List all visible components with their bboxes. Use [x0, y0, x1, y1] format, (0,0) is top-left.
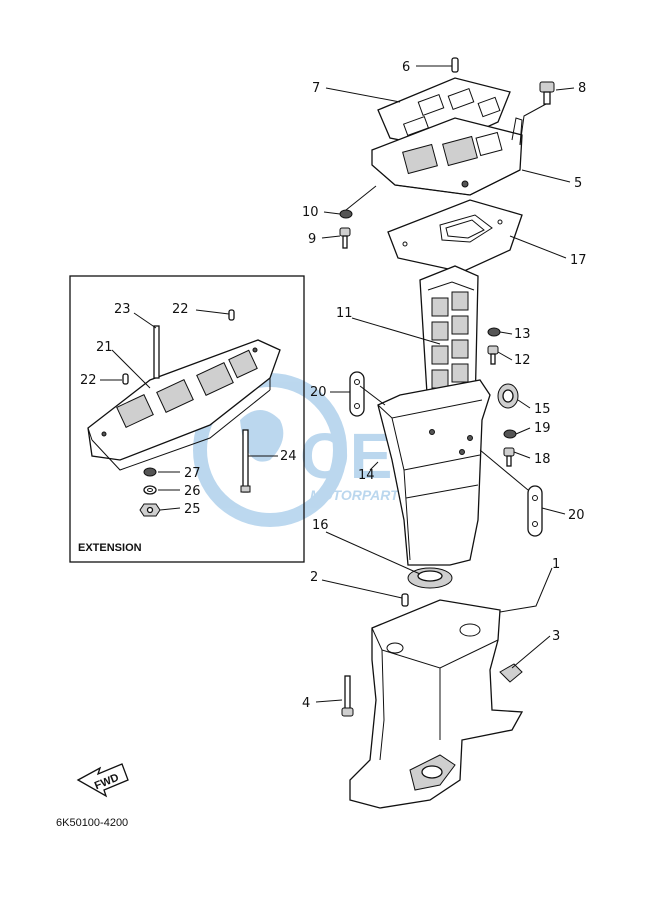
diagram-code: 6K50100-4200 [56, 817, 128, 829]
part-13-washer [487, 327, 501, 337]
leader-lines [100, 65, 575, 703]
callout-12: 12 [514, 353, 531, 368]
part-22-dowel-left [122, 373, 129, 385]
extension-inset: EXTENSION [69, 275, 305, 563]
callout-18: 18 [534, 452, 551, 467]
part-26-washer [143, 485, 157, 495]
watermark-sub: MOTORPARTS [310, 487, 409, 503]
part-9-bolt [339, 227, 351, 249]
callout-5: 5 [574, 176, 582, 191]
part-20-plate-left [349, 371, 365, 417]
callout-1: 1 [552, 557, 560, 572]
callout-14: 14 [358, 468, 375, 483]
part-14-upper-case [377, 379, 491, 566]
part-22-dowel-upper [228, 309, 235, 321]
callout-4: 4 [302, 696, 310, 711]
part-16-seal [407, 567, 453, 589]
callout-22-left: 22 [80, 373, 97, 388]
part-18-bolt [503, 447, 515, 467]
extension-frame [69, 275, 305, 563]
callout-20-left: 20 [310, 385, 327, 400]
part-4-bolt [341, 675, 354, 717]
part-8-bolt [539, 81, 555, 105]
part-25-nut [139, 503, 161, 517]
callout-7: 7 [312, 81, 320, 96]
callout-24: 24 [280, 449, 297, 464]
callout-21: 21 [96, 340, 113, 355]
callout-9: 9 [308, 232, 316, 247]
part-6-dowel-pin [451, 57, 459, 73]
part-12-bolt [487, 345, 499, 365]
callout-22-upper: 22 [172, 302, 189, 317]
part-3-anode [499, 663, 523, 683]
part-11-exhaust-guide [419, 265, 479, 421]
callout-3: 3 [552, 629, 560, 644]
part-15-grommet [497, 383, 519, 409]
part-1-lower-case [349, 599, 524, 809]
part-21-extension-plate [87, 339, 281, 471]
callout-16: 16 [312, 518, 329, 533]
part-20-plate-right [527, 485, 543, 537]
part-23-stud [153, 325, 160, 379]
part-2-dowel-pin [401, 593, 409, 607]
part-10-washer [339, 209, 353, 219]
callout-numbers: 6 7 8 5 10 9 17 11 13 12 20 15 19 18 14 … [80, 60, 587, 711]
callout-15: 15 [534, 402, 551, 417]
callout-27: 27 [184, 466, 201, 481]
callout-11: 11 [336, 306, 353, 321]
callout-2: 2 [310, 570, 318, 585]
part-24-long-stud [240, 429, 251, 493]
callout-6: 6 [402, 60, 410, 75]
part-17-gasket [387, 199, 523, 273]
callout-26: 26 [184, 484, 201, 499]
callout-17: 17 [570, 253, 587, 268]
part-27-washer [143, 467, 157, 477]
callout-23: 23 [114, 302, 131, 317]
fwd-arrow-icon: FWD [76, 763, 129, 798]
extension-label: EXTENSION [78, 542, 142, 554]
callout-8: 8 [578, 81, 586, 96]
callout-13: 13 [514, 327, 531, 342]
callout-25: 25 [184, 502, 201, 517]
callout-10: 10 [302, 205, 319, 220]
callout-19: 19 [534, 421, 551, 436]
part-5-upper-plate [371, 117, 523, 196]
callout-20-right: 20 [568, 508, 585, 523]
part-19-washer [503, 429, 517, 439]
